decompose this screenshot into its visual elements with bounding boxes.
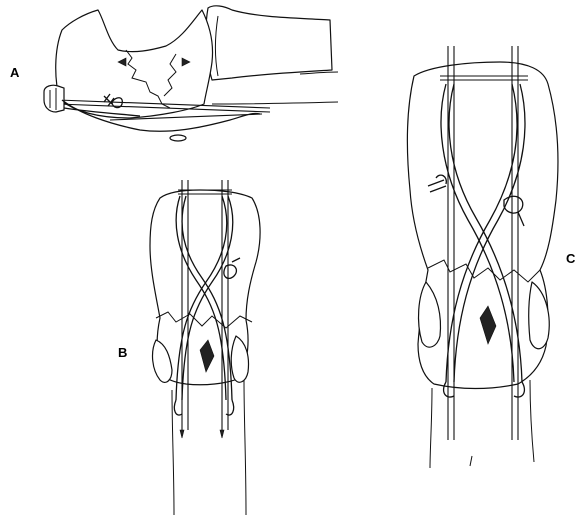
panel-a-patella-outline — [56, 10, 213, 118]
panel-c-shaft-right — [530, 380, 534, 462]
panel-b-pin-end-2 — [220, 430, 224, 438]
panel-a-femur-outline — [206, 6, 332, 80]
panel-b-shaft-left — [172, 390, 174, 515]
panel-b-ap-view — [150, 180, 260, 515]
panel-b-bottom-loop-right — [226, 400, 234, 415]
panel-c-label: C — [566, 252, 575, 265]
panel-c-shaft-mark — [470, 456, 472, 466]
panel-b-label: B — [118, 346, 127, 359]
panel-a-label: A — [10, 66, 19, 79]
panel-b-bottom-loop-left — [174, 400, 182, 415]
panel-a-tibia-line-2 — [300, 72, 338, 74]
panel-a-lateral-view — [44, 6, 338, 141]
panel-c-ap-view — [407, 46, 558, 468]
panel-a-tibia-line — [212, 102, 338, 104]
panel-b-shaft-right — [244, 380, 246, 515]
panel-b-pin-end-1 — [180, 430, 184, 438]
panel-c-shaft-left — [430, 388, 432, 468]
panel-a-bone-screw-head — [170, 135, 186, 141]
panel-a-wire-bend-left — [44, 85, 64, 112]
